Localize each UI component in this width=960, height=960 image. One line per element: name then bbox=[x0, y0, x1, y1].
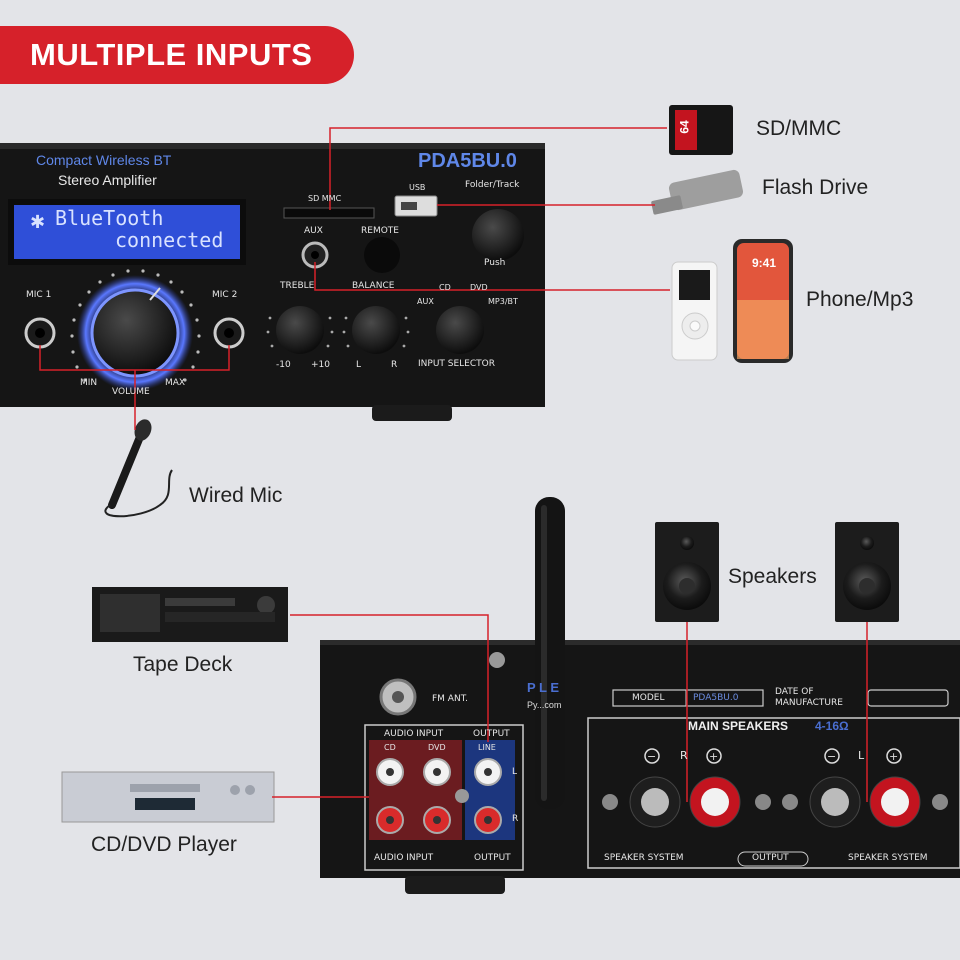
selector-cd-label: CD bbox=[439, 283, 451, 292]
phone-device bbox=[733, 239, 793, 363]
dvd-label: DVD bbox=[428, 743, 446, 752]
volume-max-label: MAX bbox=[165, 378, 186, 388]
l-label: L bbox=[512, 767, 518, 777]
folder-track-knob bbox=[472, 209, 524, 261]
brand-line2: Stereo Amplifier bbox=[58, 172, 157, 188]
output-center-label: OUTPUT bbox=[752, 853, 789, 863]
rear-panel: − + − + bbox=[320, 497, 960, 894]
sd-slot bbox=[283, 207, 375, 219]
volume-label: VOLUME bbox=[112, 387, 150, 397]
callout-speakers: Speakers bbox=[728, 565, 817, 588]
speaker-r-label: R bbox=[680, 749, 688, 762]
balance-knob bbox=[352, 306, 400, 354]
svg-text:+: + bbox=[709, 750, 718, 763]
remote-label: REMOTE bbox=[361, 226, 399, 236]
svg-text:+: + bbox=[889, 750, 898, 763]
audio-input-bottom-label: AUDIO INPUT bbox=[374, 853, 434, 863]
ipod-device bbox=[671, 261, 718, 361]
volume-knob bbox=[90, 288, 180, 378]
volume-min-label: MIN bbox=[80, 378, 98, 388]
lcd-line2: connected bbox=[115, 228, 224, 252]
input-selector-label: INPUT SELECTOR bbox=[418, 359, 495, 369]
wired-mic-device bbox=[104, 419, 173, 518]
speaker-left-device bbox=[655, 522, 719, 622]
balance-l-label: L bbox=[356, 360, 362, 370]
callout-wired-mic: Wired Mic bbox=[189, 484, 283, 507]
balance-label: BALANCE bbox=[352, 281, 395, 291]
impedance-label: 4-16Ω bbox=[815, 719, 849, 733]
callout-phone-mp3: Phone/Mp3 bbox=[806, 288, 914, 311]
callout-cd-dvd-player: CD/DVD Player bbox=[91, 833, 237, 856]
wifi-antenna bbox=[535, 497, 565, 809]
model-logo: PDA5BU.0 bbox=[418, 150, 517, 172]
speaker-system-left-label: SPEAKER SYSTEM bbox=[604, 853, 684, 863]
svg-text:−: − bbox=[827, 750, 836, 763]
treble-min-label: -10 bbox=[276, 360, 291, 370]
phone-time: 9:41 bbox=[752, 256, 777, 270]
callout-flash-drive: Flash Drive bbox=[762, 176, 869, 199]
push-label: Push bbox=[484, 258, 506, 268]
lcd-line1: BlueTooth bbox=[55, 206, 164, 230]
treble-knob bbox=[276, 306, 324, 354]
main-speakers-label: MAIN SPEAKERS bbox=[688, 719, 789, 733]
selector-dvd-label: DVD bbox=[470, 283, 488, 292]
sd-card-size: 64 bbox=[677, 120, 692, 134]
r-label: R bbox=[512, 814, 519, 824]
callout-sd-mmc: SD/MMC bbox=[756, 117, 842, 140]
date-label-1: DATE OF bbox=[775, 687, 814, 697]
callout-tape-deck: Tape Deck bbox=[133, 653, 233, 676]
line-label: LINE bbox=[478, 743, 496, 752]
brand-line1: Compact Wireless BT bbox=[36, 152, 172, 168]
speaker-system-right-label: SPEAKER SYSTEM bbox=[848, 853, 928, 863]
aux-label: AUX bbox=[304, 226, 323, 236]
rear-brand-partial: P L E bbox=[527, 680, 560, 695]
output-bottom-label: OUTPUT bbox=[474, 853, 511, 863]
svg-text:−: − bbox=[647, 750, 656, 763]
folder-track-label: Folder/Track bbox=[465, 180, 520, 190]
treble-max-label: +10 bbox=[311, 360, 330, 370]
banner-title: MULTIPLE INPUTS bbox=[0, 26, 354, 84]
output-top-label: OUTPUT bbox=[473, 729, 510, 739]
connector-lines bbox=[39, 127, 868, 802]
volume-scale-dots bbox=[70, 269, 201, 382]
tape-deck-device bbox=[92, 587, 288, 642]
mic1-label: MIC 1 bbox=[26, 290, 52, 300]
usb-label: USB bbox=[409, 183, 426, 192]
cd-dvd-player-device bbox=[61, 771, 275, 823]
flash-drive-device bbox=[651, 169, 744, 215]
model-value: PDA5BU.0 bbox=[693, 693, 739, 703]
speaker-l-label: L bbox=[858, 749, 865, 762]
mic2-label: MIC 2 bbox=[212, 290, 238, 300]
selector-aux-label: AUX bbox=[417, 297, 434, 306]
sd-label: SD MMC bbox=[308, 194, 342, 203]
lcd-bluetooth-icon: ✱ bbox=[30, 212, 45, 233]
input-selector-knob bbox=[436, 306, 484, 354]
sd-card-device bbox=[669, 105, 733, 155]
treble-label: TREBLE bbox=[280, 281, 315, 291]
selector-mp3-label: MP3/BT bbox=[488, 297, 518, 306]
rear-domain-partial: Py...com bbox=[527, 700, 562, 710]
balance-r-label: R bbox=[391, 360, 398, 370]
date-label-2: MANUFACTURE bbox=[775, 698, 843, 708]
rca-jacks bbox=[376, 758, 502, 834]
cd-label: CD bbox=[384, 743, 396, 752]
speaker-right-device bbox=[835, 522, 899, 622]
remote-sensor bbox=[364, 237, 400, 273]
audio-input-top-label: AUDIO INPUT bbox=[384, 729, 444, 739]
model-label: MODEL bbox=[632, 693, 665, 703]
speaker-terminals: − + − + bbox=[602, 748, 948, 828]
fm-ant-label: FM ANT. bbox=[432, 694, 468, 704]
front-panel: ✱ bbox=[0, 143, 545, 421]
